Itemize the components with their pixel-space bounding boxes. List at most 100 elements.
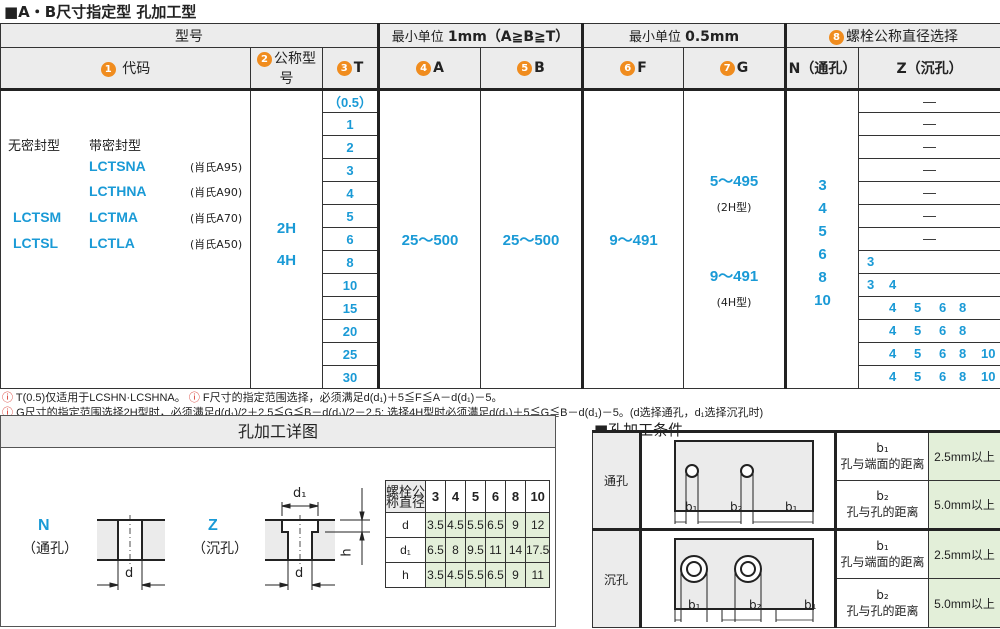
- t-value: （0.5）: [322, 89, 379, 113]
- z-value: 10: [981, 346, 996, 361]
- z-value: 6: [939, 369, 947, 384]
- cell: 9: [505, 562, 526, 588]
- col-header: 5: [465, 480, 486, 513]
- z-value: 4: [889, 346, 897, 361]
- cell: 5.5: [465, 512, 486, 538]
- dimension-label: b₂: [749, 598, 762, 612]
- z-value: 3: [867, 277, 875, 292]
- cell: 14: [505, 537, 526, 563]
- code-no-seal: LCTSM: [13, 208, 62, 225]
- warning-icon: ⓘ: [188, 392, 200, 404]
- z-value: 5: [914, 346, 922, 361]
- page-title: ■A・B尺寸指定型 孔加工型: [4, 3, 197, 21]
- cell: 17.5: [524, 537, 551, 563]
- h-label: h: [339, 548, 355, 557]
- row-label: d: [385, 512, 426, 538]
- cell: 8: [445, 537, 466, 563]
- g-range: 5～495(2H型)9～491(4H型): [683, 89, 787, 389]
- z-caption: （沉孔）: [192, 541, 248, 557]
- n-caption: （通孔）: [22, 541, 78, 557]
- cell: 11: [524, 562, 551, 588]
- z-value: 5: [914, 323, 922, 338]
- t-value: 10: [322, 273, 379, 297]
- z-value-cell: —: [858, 158, 1000, 182]
- z-value: 8: [959, 346, 967, 361]
- t-value: 30: [322, 365, 379, 389]
- z-value-cell: —: [858, 181, 1000, 205]
- header-unit-05mm: 最小单位 0.5mm: [581, 23, 787, 48]
- layout-diagram-cell: b₁ b₂ b₁: [640, 528, 837, 628]
- dimension-label: b₁: [688, 598, 701, 612]
- cell: 3.5: [425, 562, 446, 588]
- code-with-seal: LCTSNA: [89, 157, 146, 174]
- hole-detail-panel: 孔加工详图: [0, 415, 556, 627]
- condition-value: 5.0mm以上: [928, 578, 1000, 628]
- cell: 9.5: [465, 537, 486, 563]
- z-value: 6: [939, 323, 947, 338]
- z-value: 6: [939, 300, 947, 315]
- hardness: (肖氏A70): [190, 211, 243, 225]
- header-Z: Z（沉孔）: [858, 47, 1000, 91]
- cell: 6.5: [485, 512, 506, 538]
- z-value-cell: 3: [858, 250, 1000, 274]
- z-value-cell: —: [858, 112, 1000, 136]
- z-value-cell: —: [858, 227, 1000, 251]
- cell: 4.5: [445, 562, 466, 588]
- col-header: 6: [485, 480, 506, 513]
- z-value: 10: [981, 369, 996, 384]
- hole-diagrams: [97, 488, 370, 590]
- n-value: 3: [818, 176, 827, 194]
- cell: 3.5: [425, 512, 446, 538]
- z-value-cell: —: [858, 89, 1000, 113]
- d-label: d: [125, 566, 134, 581]
- z-value-cell: —: [858, 204, 1000, 228]
- a-range: 25～500: [377, 89, 481, 389]
- hardness: (肖氏A50): [190, 237, 243, 251]
- t-value: 4: [322, 181, 379, 205]
- hardness: (肖氏A95): [190, 160, 243, 174]
- z-value: —: [923, 139, 937, 154]
- n-label: N: [38, 517, 50, 534]
- cell: 12: [524, 512, 551, 538]
- dimension-label: b₂: [730, 499, 743, 514]
- z-value: —: [923, 185, 937, 200]
- condition-value: 5.0mm以上: [928, 480, 1000, 530]
- n-value: 6: [818, 245, 827, 263]
- hole-type: 通孔: [592, 430, 642, 530]
- cell: 6.5: [485, 562, 506, 588]
- table-row: 2—: [1, 135, 1000, 159]
- dimension-label: b₁: [785, 499, 798, 514]
- z-value: 4: [889, 300, 897, 315]
- z-value: —: [923, 94, 937, 109]
- z-value: 4: [889, 323, 897, 338]
- header-N: N（通孔）: [784, 47, 860, 91]
- condition-value: 2.5mm以上: [928, 430, 1000, 481]
- row-label: h: [385, 562, 426, 588]
- header-unit-1mm: 最小单位 1mm（A≧B≧T）: [376, 23, 584, 48]
- z-value: 8: [959, 323, 967, 338]
- dimension-label: b₁: [804, 598, 817, 612]
- dimension-label: b₁: [685, 499, 698, 514]
- f-range: 9～491: [581, 89, 685, 389]
- t-value: 15: [322, 296, 379, 320]
- cell: 11: [485, 537, 506, 563]
- col-header: 10: [524, 480, 551, 513]
- z-label: Z: [208, 517, 218, 534]
- hole-type: 沉孔: [592, 528, 642, 628]
